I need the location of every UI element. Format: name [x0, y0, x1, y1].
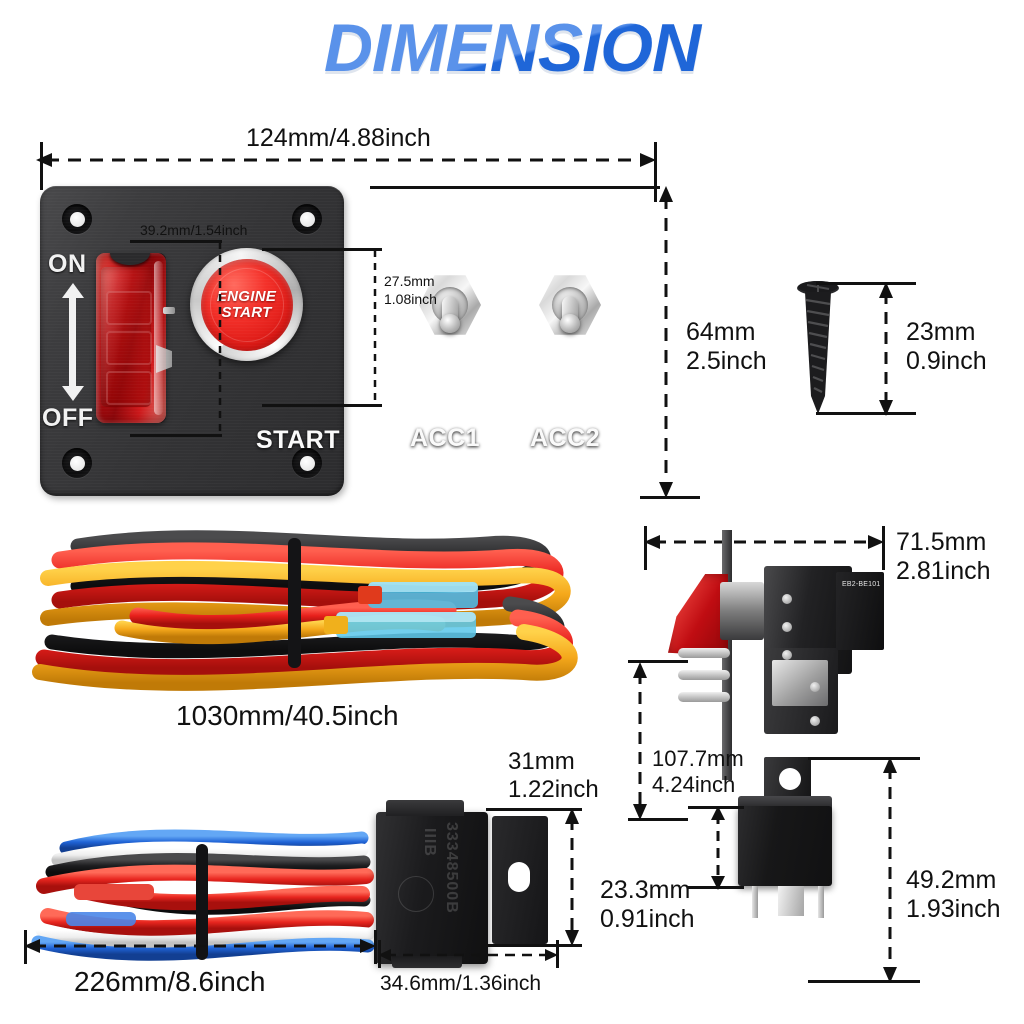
- relay-total-ext-top: [808, 757, 920, 760]
- relay-socket-dial-icon: [398, 876, 434, 912]
- panel-width-ext-right: [654, 142, 657, 202]
- toggle-switch-acc2[interactable]: [539, 274, 601, 336]
- sideview-screw-5: [810, 716, 820, 726]
- panel-top-ref-line: [370, 186, 660, 189]
- socket-width-label: 34.6mm/1.36inch: [380, 972, 542, 995]
- start-button-dia-label: 27.5mm 1.08inch: [384, 273, 437, 308]
- sideview-screw-1: [782, 594, 792, 604]
- sideview-terminal-1: [678, 648, 730, 658]
- socket-emboss-mark: IIIB: [421, 828, 438, 857]
- screw-ext-top: [816, 282, 916, 285]
- relay-pin-right: [818, 886, 824, 918]
- socket-width-ext-right: [556, 940, 559, 968]
- panel-label-acc1: ACC1: [410, 424, 481, 452]
- screw-length-label: 23mm 0.9inch: [906, 318, 987, 375]
- panel-height-ext-bottom: [640, 496, 700, 499]
- relay-body-ext-top: [688, 806, 744, 809]
- panel-height-inch: 2.5inch: [686, 347, 767, 375]
- sideview-contact-block: [836, 572, 884, 650]
- wire-length-label: 1030mm/40.5inch: [176, 700, 399, 731]
- panel-height-arrow: [659, 186, 673, 498]
- switch-assembly-side-view: EB2-BE101: [660, 530, 900, 780]
- sideview-height-label: 107.7mm 4.24inch: [652, 746, 744, 797]
- relay-body: [738, 806, 832, 886]
- sideview-height-ext-bottom: [628, 818, 688, 821]
- wire-bundle: [32, 530, 578, 691]
- switch-panel: ON OFF ENGINE START: [40, 186, 601, 496]
- on-off-arrow-bar: [69, 296, 76, 388]
- engine-start-label: ENGINE START: [216, 287, 277, 321]
- mounting-hole-bottom-left: [62, 448, 92, 478]
- mounting-screw: [797, 281, 839, 414]
- panel-width-ext-left: [40, 142, 43, 190]
- toggle-switch-acc1[interactable]: [419, 274, 481, 336]
- rocker-width-label: 39.2mm/1.54inch: [140, 222, 248, 238]
- sideview-terminal-2: [678, 670, 730, 680]
- socket-height-label: 31mm 1.22inch: [508, 748, 599, 803]
- panel-height-mm: 64mm: [686, 318, 756, 346]
- socket-height-arrow: [565, 808, 579, 946]
- rocker-width-ext-bottom: [130, 434, 222, 437]
- sideview-component-marking: EB2-BE101: [842, 581, 881, 588]
- harness-length-ext-left: [24, 930, 27, 964]
- page-title: DIMENSION: [0, 14, 1024, 82]
- rocker-width-ext-top: [130, 240, 222, 243]
- relay-socket-lip: [386, 800, 464, 816]
- mounting-hole-top-left: [62, 204, 92, 234]
- mounting-hole-top-right: [292, 204, 322, 234]
- relay-harness-wires: [31, 829, 375, 961]
- rocker-width-guides: [218, 242, 222, 436]
- sideview-depth-label: 71.5mm 2.81inch: [896, 528, 991, 585]
- relay-socket-emboss: 33348500B IIIB: [404, 822, 474, 952]
- relay-total-height-label: 49.2mm 1.93inch: [906, 866, 1001, 923]
- start-dia-ext-bottom: [262, 404, 382, 407]
- panel-width-label: 124mm/4.88inch: [246, 124, 431, 152]
- relay-body-height-arrow: [711, 806, 725, 890]
- sideview-button-barrel: [720, 582, 764, 640]
- harness-length-arrow: [24, 939, 376, 953]
- sideview-depth-ext-left: [644, 526, 647, 570]
- screw-length-arrow: [879, 282, 893, 416]
- socket-width-ext-left: [378, 940, 381, 968]
- mounting-hole-bottom-right: [292, 448, 322, 478]
- sideview-depth-arrow: [644, 535, 884, 549]
- arrow-up-icon: [62, 283, 84, 298]
- relay-socket-bracket-hole: [508, 862, 530, 892]
- relay-socket-foot: [392, 956, 462, 968]
- harness-length-label: 226mm/8.6inch: [74, 966, 266, 997]
- relay-pin-center: [778, 886, 804, 916]
- sideview-height-arrow: [633, 662, 647, 820]
- socket-width-arrow: [378, 949, 558, 961]
- harness-length-ext-right: [374, 930, 377, 964]
- relay-pin-left: [752, 886, 758, 918]
- sideview-chrome-bracket: [772, 660, 828, 706]
- socket-emboss-code: 33348500B: [443, 822, 460, 914]
- off-label: OFF: [42, 404, 94, 432]
- sideview-screw-4: [810, 682, 820, 692]
- relay-printed-markings: [744, 797, 826, 811]
- page-title-shadow: DIMENSION: [0, 17, 1024, 85]
- relay-body-ext-bottom: [688, 886, 744, 889]
- socket-height-ext-top: [486, 808, 582, 811]
- socket-height-ext-bottom: [486, 944, 582, 947]
- start-button-dia-guide: [373, 250, 377, 404]
- sideview-red-rocker: [668, 574, 728, 656]
- screw-ext-bottom: [816, 412, 916, 415]
- panel-label-acc2: ACC2: [530, 424, 601, 452]
- sideview-screw-2: [782, 622, 792, 632]
- relay-total-ext-bottom: [808, 980, 920, 983]
- sideview-terminal-3: [678, 692, 730, 702]
- sideview-screw-3: [782, 650, 792, 660]
- sideview-depth-ext-right: [882, 526, 885, 570]
- panel-label-start: START: [256, 426, 340, 454]
- relay-total-height-arrow: [883, 757, 897, 983]
- relay-body-height-label: 23.3mm 0.91inch: [600, 876, 695, 933]
- start-dia-ext-top: [262, 248, 382, 251]
- panel-height-label: 64mm 2.5inch: [686, 318, 767, 376]
- relay-mounting-hole: [779, 768, 801, 790]
- panel-width-arrow: [36, 153, 656, 167]
- on-label: ON: [48, 250, 87, 278]
- sideview-height-ext-top: [628, 660, 688, 663]
- arrow-down-icon: [62, 386, 84, 401]
